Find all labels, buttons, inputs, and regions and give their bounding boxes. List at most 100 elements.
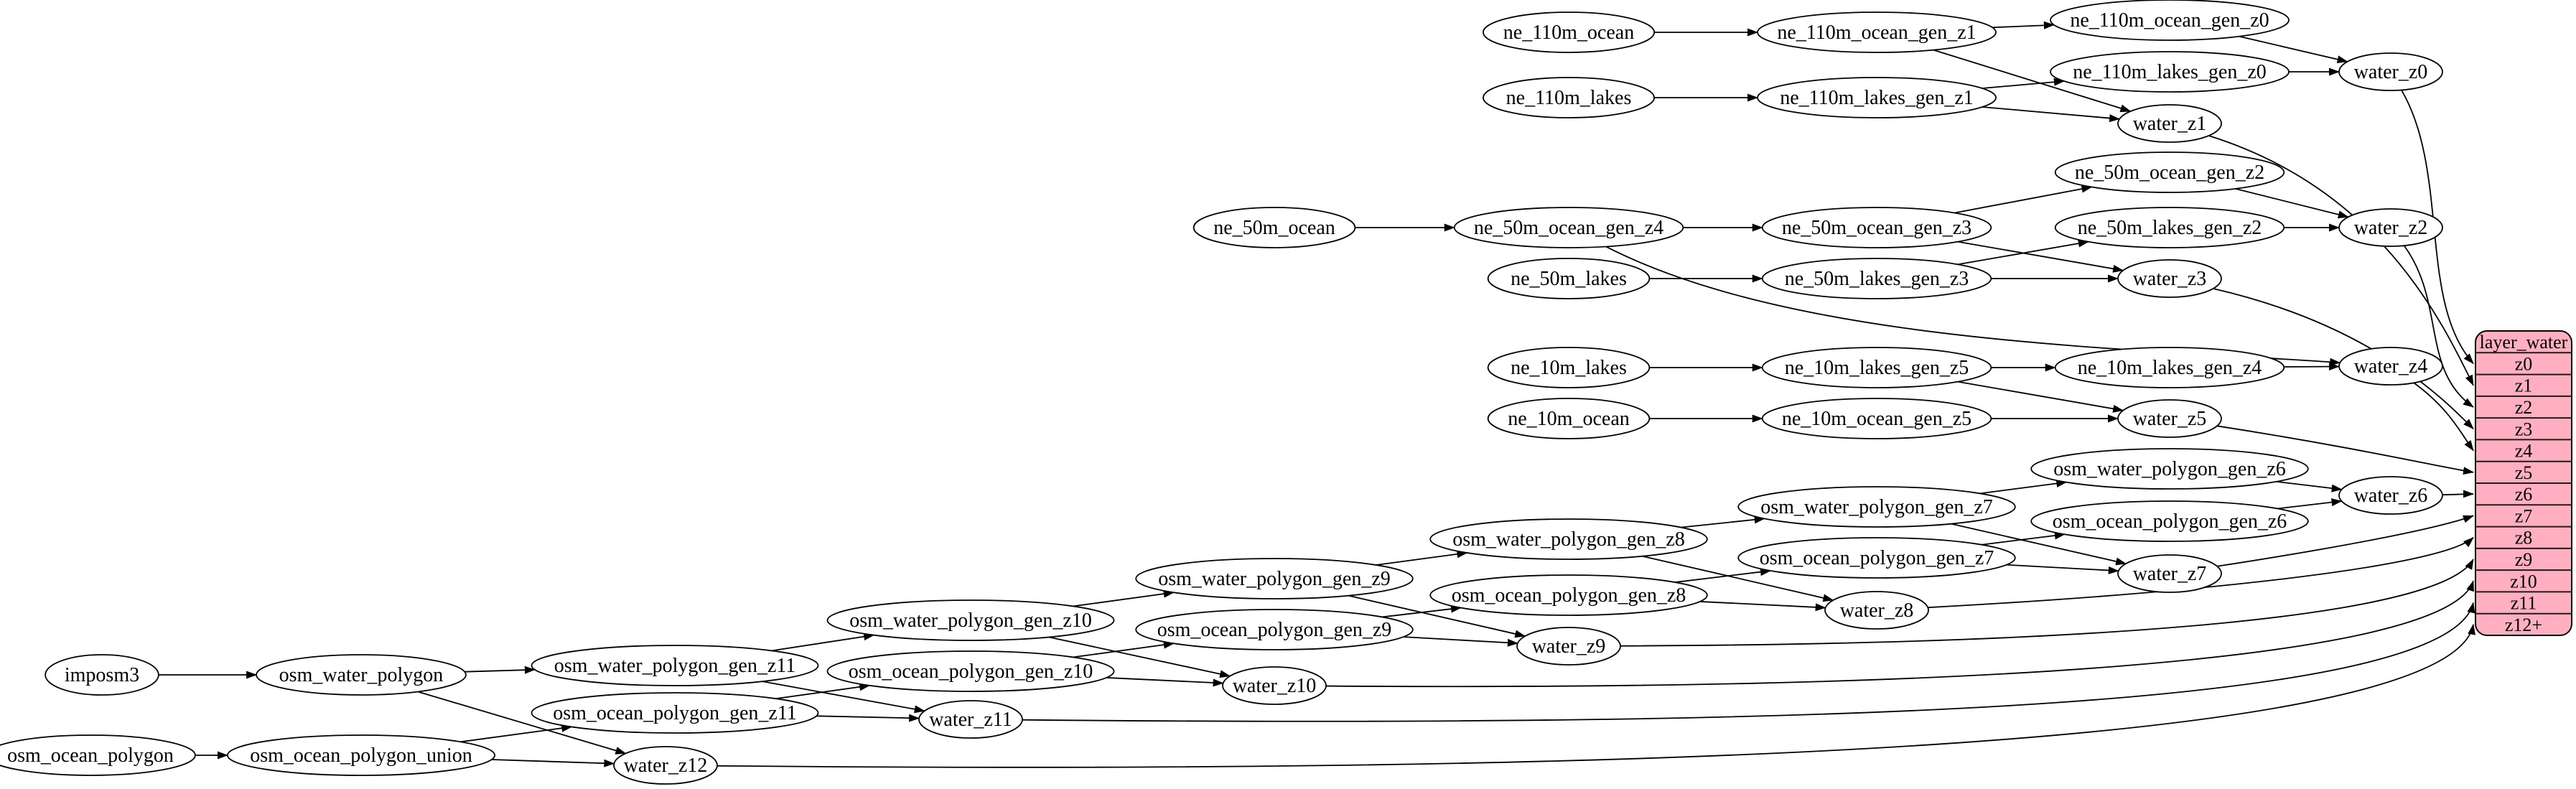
node-ne_110m_ocean_gen_z1: ne_110m_ocean_gen_z1 xyxy=(1757,11,1997,53)
ne_50m_ocean_gen_z2-ellipse xyxy=(2054,151,2285,193)
edge-osm_water_polygon-to-water_z12 xyxy=(417,691,627,755)
edge-osm_ocean_polygon_gen_z7-to-water_z7 xyxy=(2006,564,2119,574)
edge-water_z10-to-layer_water-z10 xyxy=(1325,580,2474,688)
ne_50m_ocean-ellipse xyxy=(1193,207,1356,248)
node-water_z5: water_z5 xyxy=(2117,399,2222,438)
edge-ne_50m_ocean_gen_z3-to-water_z3 xyxy=(1958,241,2124,273)
edge-water_z1-to-layer_water-z1 xyxy=(2208,135,2474,386)
osm_water_polygon_gen_z9-label: osm_water_polygon_gen_z9 xyxy=(1158,568,1391,590)
layer-water-row-z8: z8 xyxy=(2515,528,2533,548)
osm_water_polygon_gen_z10-label: osm_water_polygon_gen_z10 xyxy=(849,610,1092,632)
edge-water_z4-to-layer_water-z4 xyxy=(2413,382,2474,452)
water_z3-label: water_z3 xyxy=(2133,268,2207,290)
node-osm_ocean_polygon_gen_z6: osm_ocean_polygon_gen_z6 xyxy=(2030,500,2309,542)
ne_110m_lakes_gen_z1-ellipse xyxy=(1757,77,1997,118)
node-osm_ocean_polygon_gen_z7: osm_ocean_polygon_gen_z7 xyxy=(1737,537,2016,579)
node-water_z7: water_z7 xyxy=(2117,554,2222,593)
node-water_z4: water_z4 xyxy=(2338,347,2443,386)
node-osm_water_polygon_gen_z11: osm_water_polygon_gen_z11 xyxy=(531,645,819,686)
water_z2-label: water_z2 xyxy=(2354,217,2428,239)
edge-water_z12-to-layer_water-z12+ xyxy=(717,623,2475,768)
water_z2-ellipse xyxy=(2338,208,2443,247)
edge-water_z5-to-layer_water-z5 xyxy=(2216,425,2474,475)
node-ne_110m_lakes_gen_z1: ne_110m_lakes_gen_z1 xyxy=(1757,77,1997,118)
ne_110m_lakes_gen_z1-label: ne_110m_lakes_gen_z1 xyxy=(1780,87,1974,109)
osm_ocean_polygon_union-ellipse xyxy=(226,734,496,776)
edge-osm_ocean_polygon_gen_z11-to-osm_ocean_polygon_gen_z10 xyxy=(775,683,871,700)
node-ne_10m_lakes: ne_10m_lakes xyxy=(1487,347,1651,388)
node-water_z10: water_z10 xyxy=(1222,666,1327,705)
layer-water-row-label-z10: z10 xyxy=(2510,571,2537,592)
edge-osm_ocean_polygon_gen_z10-to-water_z10 xyxy=(1106,677,1224,687)
edge-water_z7-to-layer_water-z7 xyxy=(2217,515,2474,567)
ne_50m_lakes_gen_z2-ellipse xyxy=(2054,207,2285,248)
layer-water-row-z1: z1 xyxy=(2515,375,2533,396)
node-osm_water_polygon_gen_z9: osm_water_polygon_gen_z9 xyxy=(1135,558,1414,599)
node-ne_110m_lakes: ne_110m_lakes xyxy=(1482,77,1655,118)
layer-water-row-label-z3: z3 xyxy=(2515,419,2533,439)
osm_ocean_polygon-ellipse xyxy=(0,734,196,776)
ne_110m_ocean_gen_z0-label: ne_110m_ocean_gen_z0 xyxy=(2070,9,2269,32)
node-water_z12: water_z12 xyxy=(613,746,718,785)
ne_110m_ocean-label: ne_110m_ocean xyxy=(1503,22,1634,44)
node-osm_ocean_polygon_gen_z9: osm_ocean_polygon_gen_z9 xyxy=(1135,609,1414,650)
imposm3-ellipse xyxy=(45,654,159,696)
edge-water_z2-to-layer_water-z2 xyxy=(2403,245,2474,408)
water_z0-label: water_z0 xyxy=(2354,61,2428,83)
layer-water-row-label-z4: z4 xyxy=(2515,441,2533,462)
node-ne_110m_ocean: ne_110m_ocean xyxy=(1482,11,1655,53)
edge-osm_ocean_polygon_gen_z8-to-osm_ocean_polygon_gen_z7 xyxy=(1674,568,1771,583)
node-osm_water_polygon: osm_water_polygon xyxy=(256,654,467,696)
osm_water_polygon_gen_z7-label: osm_water_polygon_gen_z7 xyxy=(1760,496,1993,518)
ne_10m_ocean_gen_z5-label: ne_10m_ocean_gen_z5 xyxy=(1782,408,1971,430)
water_z9-ellipse xyxy=(1516,627,1621,666)
node-water_z3: water_z3 xyxy=(2117,259,2222,298)
osm_water_polygon_gen_z9-ellipse xyxy=(1135,558,1414,599)
osm_ocean_polygon_gen_z9-ellipse xyxy=(1135,609,1414,650)
osm_water_polygon_gen_z10-ellipse xyxy=(826,599,1115,641)
water_z5-ellipse xyxy=(2117,399,2222,438)
edge-ne_50m_ocean_gen_z4-to-water_z4 xyxy=(1605,246,2341,366)
osm_water_polygon-label: osm_water_polygon xyxy=(279,664,444,686)
node-water_z9: water_z9 xyxy=(1516,627,1621,666)
ne_10m_lakes_gen_z4-ellipse xyxy=(2054,347,2285,388)
node-osm_ocean_polygon_union: osm_ocean_polygon_union xyxy=(226,734,496,776)
edge-ne_110m_ocean_gen_z0-to-water_z0 xyxy=(2239,35,2348,64)
node-water_z1: water_z1 xyxy=(2117,104,2222,143)
edge-osm_water_polygon_gen_z9-to-osm_water_polygon_gen_z8 xyxy=(1376,550,1468,566)
edge-osm_water_polygon_gen_z6-to-water_z6 xyxy=(2276,480,2343,492)
ne_10m_lakes_gen_z4-label: ne_10m_lakes_gen_z4 xyxy=(2078,357,2262,379)
edge-osm_ocean_polygon_gen_z7-to-osm_ocean_polygon_gen_z6 xyxy=(1982,531,2066,546)
water_z1-label: water_z1 xyxy=(2133,113,2207,135)
node-ne_50m_ocean_gen_z3: ne_50m_ocean_gen_z3 xyxy=(1761,207,1992,248)
ne_50m_lakes_gen_z3-ellipse xyxy=(1761,258,1992,299)
layer-water-row-z10: z10 xyxy=(2510,571,2537,592)
imposm3-label: imposm3 xyxy=(65,664,139,686)
osm_ocean_polygon_gen_z8-ellipse xyxy=(1429,574,1708,616)
node-ne_50m_lakes: ne_50m_lakes xyxy=(1487,258,1651,299)
edge-osm_water_polygon_gen_z11-to-water_z11 xyxy=(762,681,925,714)
edge-osm_water_polygon_gen_z9-to-water_z9 xyxy=(1348,594,1526,638)
osm_ocean_polygon_gen_z11-ellipse xyxy=(531,692,819,734)
osm_ocean_polygon_union-label: osm_ocean_polygon_union xyxy=(250,744,472,767)
edge-water_z6-to-layer_water-z6 xyxy=(2442,490,2474,498)
node-ne_10m_ocean: ne_10m_ocean xyxy=(1487,398,1651,439)
layer-water-row-label-z1: z1 xyxy=(2515,375,2533,396)
ne_10m_ocean-ellipse xyxy=(1487,398,1651,439)
water_z6-ellipse xyxy=(2338,476,2443,515)
node-ne_10m_ocean_gen_z5: ne_10m_ocean_gen_z5 xyxy=(1761,398,1992,439)
edge-osm_ocean_polygon_gen_z9-to-osm_ocean_polygon_gen_z8 xyxy=(1381,604,1462,618)
nodes-layer: ne_110m_ocean ne_110m_ocean_gen_z1 ne_110m… xyxy=(0,0,2443,785)
ne_10m_lakes-label: ne_10m_lakes xyxy=(1511,357,1627,379)
edge-ne_10m_lakes_gen_z5-to-water_z5 xyxy=(1958,381,2124,413)
edge-osm_water_polygon_gen_z11-to-osm_water_polygon_gen_z10 xyxy=(771,632,875,652)
water_z7-ellipse xyxy=(2117,554,2222,593)
edge-osm_ocean_polygon_gen_z9-to-water_z9 xyxy=(1403,636,1518,647)
node-osm_water_polygon_gen_z10: osm_water_polygon_gen_z10 xyxy=(826,599,1115,641)
edges-layer xyxy=(158,21,2475,768)
osm_water_polygon_gen_z8-ellipse xyxy=(1429,518,1708,560)
layer-water-row-z9: z9 xyxy=(2515,549,2533,570)
water_z10-label: water_z10 xyxy=(1233,675,1317,697)
edge-osm_ocean_polygon_union-to-water_z12 xyxy=(491,759,615,767)
